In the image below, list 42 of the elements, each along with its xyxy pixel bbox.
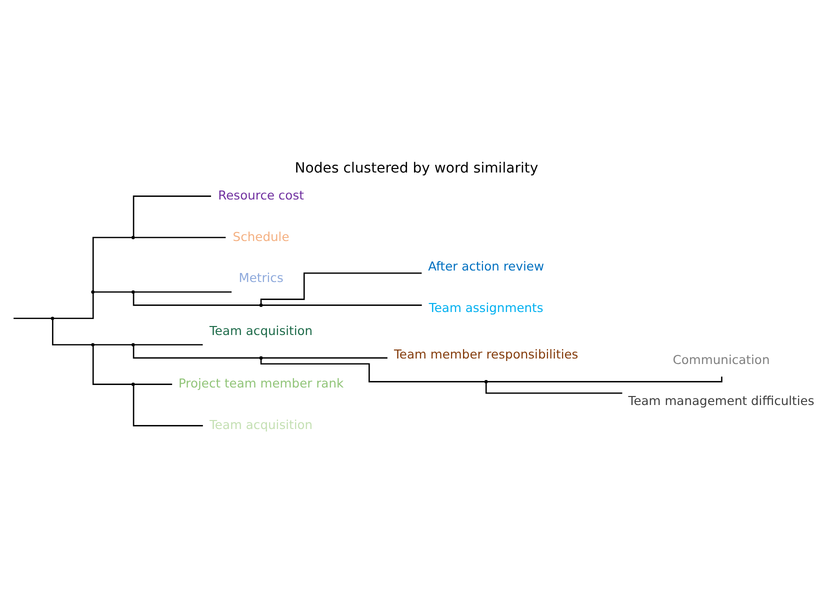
node-text: Resource cost — [218, 188, 304, 202]
connector — [54, 292, 94, 319]
node-point — [91, 290, 95, 294]
node-text: Schedule — [232, 229, 290, 244]
node-point — [259, 356, 263, 360]
connector — [134, 236, 226, 238]
connector — [14, 317, 52, 319]
connector — [260, 272, 422, 304]
node-text: Team acquisition — [209, 417, 313, 432]
connector — [132, 385, 203, 426]
node-text: Communication — [672, 352, 770, 366]
node-point — [131, 235, 135, 239]
connector — [92, 236, 132, 290]
node-text: Team assignments — [428, 300, 544, 314]
connector — [134, 290, 232, 292]
connector — [262, 356, 388, 358]
node-text: Metrics — [238, 270, 284, 285]
node-point — [131, 382, 135, 386]
connector — [52, 319, 92, 345]
node-text: After action review — [428, 259, 544, 274]
node-point — [50, 316, 54, 320]
connector — [134, 383, 172, 384]
node-point — [484, 380, 488, 383]
node-text: Team member responsibilities — [394, 347, 578, 362]
node-point — [259, 303, 263, 306]
node-text: Project team member rank — [178, 376, 344, 390]
node-text: Team acquisition — [209, 323, 313, 338]
node-point — [131, 342, 135, 346]
connector — [132, 195, 212, 236]
connector — [92, 346, 132, 384]
connector — [132, 346, 260, 358]
node-point — [131, 290, 135, 294]
connector — [94, 344, 132, 345]
diagram-title: Nodes clustered by word similarity — [294, 160, 538, 176]
connector — [485, 382, 622, 394]
connector — [262, 304, 422, 306]
connector — [94, 290, 132, 292]
node-text: Team management difficulties — [628, 394, 814, 408]
connector — [134, 344, 203, 345]
node-point — [91, 342, 95, 346]
connector — [260, 358, 485, 382]
connector — [132, 292, 260, 306]
